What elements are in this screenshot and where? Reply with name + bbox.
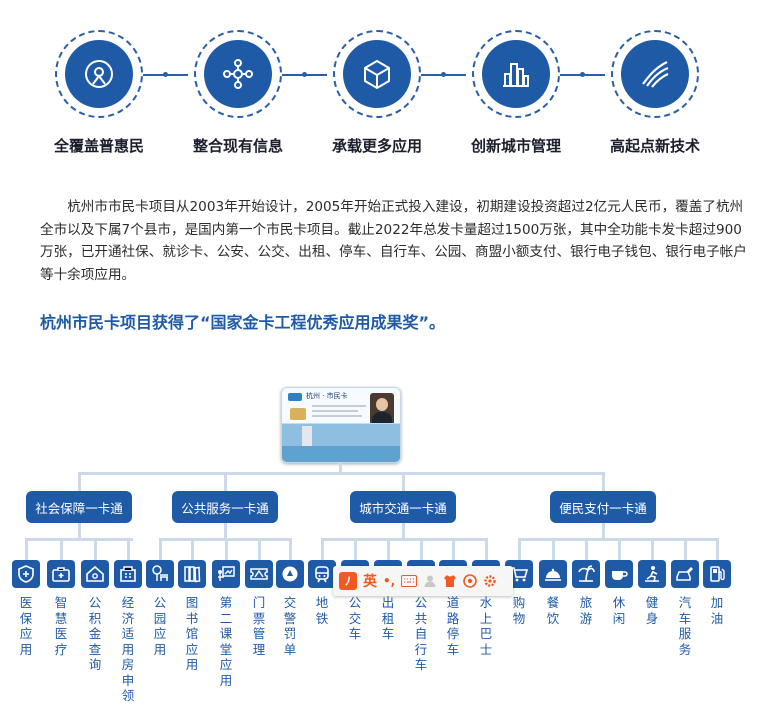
leaf-label: 第二课堂应用 <box>219 595 233 688</box>
category-city-transport: 城市交通一卡通 <box>350 491 456 523</box>
leaf-label: 公交车 <box>348 595 362 641</box>
feature-label: 整合现有信息 <box>192 137 283 155</box>
leaf-label: 公积金查询 <box>88 595 102 672</box>
feature-label: 承载更多应用 <box>331 137 422 155</box>
ime-language-toggle[interactable]: 英 <box>363 574 377 590</box>
leaf-label: 医保应用 <box>19 595 33 657</box>
user-icon[interactable] <box>423 574 437 588</box>
leaf-traffic-fine <box>276 560 304 588</box>
police-badge-icon <box>282 566 298 582</box>
category-convenient-payment: 便民支付一卡通 <box>550 491 656 523</box>
card-title: 杭州 · 市民卡 <box>306 392 348 400</box>
presentation-icon <box>218 566 235 581</box>
card-pagoda <box>302 426 312 448</box>
leaf-medical-insurance <box>12 560 40 588</box>
citizen-card-image: 杭州 · 市民卡 <box>281 387 401 463</box>
ai-assistant-icon[interactable] <box>463 574 478 588</box>
leaf-refuel <box>703 560 731 588</box>
leaf-second-classroom <box>212 560 240 588</box>
leaf-label: 地铁 <box>315 595 329 626</box>
leaf-label: 健身 <box>645 595 659 626</box>
leaf-label: 水上巴士 <box>479 595 493 657</box>
cube-icon <box>364 59 390 90</box>
feature-circle-integration <box>194 30 282 118</box>
leaf-label: 餐饮 <box>546 595 560 626</box>
leaf-dining <box>539 560 567 588</box>
ticket-icon <box>250 568 268 580</box>
feature-label: 高起点新技术 <box>609 137 700 155</box>
feature-connector-dot <box>580 72 585 77</box>
card-chip <box>290 408 306 420</box>
card-logo <box>288 393 302 401</box>
award-statement: 杭州市民卡项目获得了“国家金卡工程优秀应用成果奖”。 <box>40 313 446 332</box>
leaf-smart-healthcare <box>47 560 75 588</box>
leaf-label: 休闲 <box>612 595 626 626</box>
category-social-security: 社会保障一卡通 <box>26 491 132 523</box>
palm-tree-icon <box>578 565 595 582</box>
project-description: 杭州市市民卡项目从2003年开始设计，2005年开始正式投入建设，初期建设投资超… <box>40 199 747 283</box>
category-public-service: 公共服务一卡通 <box>172 491 278 523</box>
leaf-fitness <box>638 560 666 588</box>
card-photo <box>370 393 394 423</box>
subway-icon <box>315 566 329 583</box>
feature-connector-dot <box>163 72 168 77</box>
leaf-label: 购物 <box>512 595 526 626</box>
leaf-label: 公园应用 <box>153 595 167 657</box>
leaf-car-service <box>671 560 699 588</box>
integration-icon <box>223 59 253 89</box>
leaf-housing-fund <box>81 560 109 588</box>
shield-plus-icon <box>18 565 34 583</box>
leaf-library <box>178 560 206 588</box>
leaf-label: 公共自行车 <box>414 595 428 672</box>
ime-punctuation-toggle[interactable]: •, <box>383 574 396 588</box>
ime-logo-icon[interactable]: ﾉ <box>339 572 357 590</box>
dining-cloche-icon <box>545 568 561 581</box>
leaf-ticket <box>245 560 273 588</box>
leaf-subway <box>308 560 336 588</box>
coffee-cup-icon <box>612 571 628 580</box>
books-icon <box>184 566 201 583</box>
leaf-label: 加油 <box>710 595 724 626</box>
feature-label: 创新城市管理 <box>470 137 561 155</box>
leaf-label: 经济适用房申领 <box>121 595 135 703</box>
skin-shirt-icon[interactable] <box>443 574 457 588</box>
building-icon <box>120 566 136 582</box>
feature-label: 全覆盖普惠民 <box>53 137 144 155</box>
leaf-label: 智慧医疗 <box>54 595 68 657</box>
car-service-icon <box>676 567 693 581</box>
leaf-label: 图书馆应用 <box>185 595 199 672</box>
feature-circle-city <box>472 30 560 118</box>
fitness-icon <box>645 566 659 583</box>
feature-circle-coverage <box>55 30 143 118</box>
leaf-leisure <box>605 560 633 588</box>
leaf-label: 汽车服务 <box>678 595 692 657</box>
leaf-travel <box>572 560 600 588</box>
fuel-pump-icon <box>710 566 725 582</box>
wing-icon <box>642 61 669 88</box>
ime-toolbar[interactable]: ﾉ 英 •, <box>333 566 513 596</box>
leaf-affordable-housing <box>114 560 142 588</box>
city-icon <box>503 63 529 87</box>
leaf-label: 出租车 <box>381 595 395 641</box>
leaf-label: 门票管理 <box>252 595 266 657</box>
leaf-label: 道路停车 <box>446 595 460 657</box>
feature-circle-apps <box>333 30 421 118</box>
medical-kit-icon <box>52 567 70 582</box>
leaf-label: 旅游 <box>579 595 593 626</box>
keyboard-icon[interactable] <box>401 575 418 587</box>
settings-gear-icon[interactable] <box>483 574 497 588</box>
feature-connector-dot <box>302 72 307 77</box>
leaf-label: 交警罚单 <box>283 595 297 657</box>
park-bench-icon <box>152 565 168 581</box>
feature-connector-dot <box>441 72 446 77</box>
shopping-cart-icon <box>511 567 529 582</box>
leaf-park <box>146 560 174 588</box>
coverage-icon <box>85 60 113 88</box>
feature-circle-tech <box>611 30 699 118</box>
house-icon <box>86 565 104 582</box>
